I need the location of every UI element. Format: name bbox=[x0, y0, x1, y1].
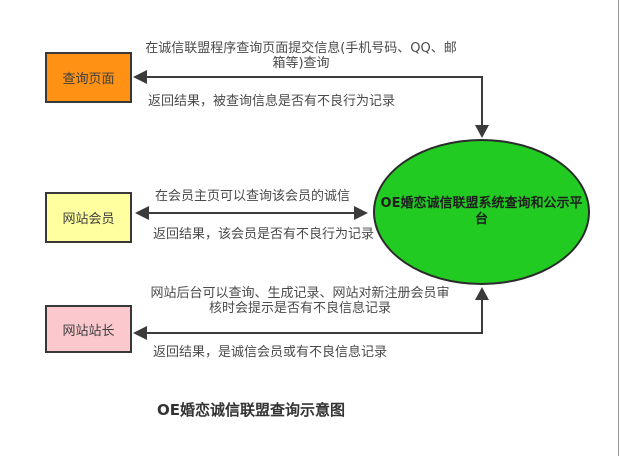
arrowhead-left-to-query-page-icon bbox=[133, 70, 147, 84]
edge-label-member-request: 在会员主页可以查询该会员的诚信 bbox=[155, 189, 351, 204]
node-site-member: 网站会员 bbox=[45, 192, 132, 243]
diagram-title: OE婚恋诚信联盟查询示意图 bbox=[157, 401, 345, 419]
arrowhead-right-to-platform-icon bbox=[354, 206, 368, 220]
arrow-webmaster-horizontal-line bbox=[146, 332, 482, 334]
arrow-member-horizontal-line bbox=[148, 212, 354, 214]
node-platform-ellipse: OE婚恋诚信联盟系统查询和公示平台 bbox=[373, 139, 590, 285]
arrow-webmaster-vertical-line bbox=[481, 298, 483, 334]
arrow-query-vertical-line bbox=[481, 76, 483, 127]
edge-label-query-response: 返回结果，被查询信息是否有不良行为记录 bbox=[148, 94, 396, 109]
node-platform-label: OE婚恋诚信联盟系统查询和公示平台 bbox=[380, 196, 583, 227]
arrowhead-left-to-webmaster-icon bbox=[133, 326, 147, 340]
page-edge-divider bbox=[618, 0, 619, 456]
arrowhead-left-to-member-icon bbox=[135, 206, 149, 220]
node-site-member-label: 网站会员 bbox=[62, 212, 115, 227]
node-query-page: 查询页面 bbox=[45, 52, 132, 103]
arrowhead-down-to-platform-icon bbox=[475, 125, 489, 138]
edge-label-webmaster-response: 返回结果，是诚信会员或有不良信息记录 bbox=[153, 345, 388, 360]
arrow-query-horizontal-line bbox=[146, 76, 482, 78]
node-site-webmaster-label: 网站站长 bbox=[62, 323, 115, 339]
edge-label-member-response: 返回结果，该会员是否有不良行为记录 bbox=[153, 227, 375, 242]
node-site-webmaster: 网站站长 bbox=[45, 305, 132, 353]
edge-label-query-request: 在诚信联盟程序查询页面提交信息(手机号码、QQ、邮箱等)查询 bbox=[145, 41, 457, 71]
node-query-page-label: 查询页面 bbox=[62, 72, 115, 87]
edge-label-webmaster-request: 网站后台可以查询、生成记录、网站对新注册会员审核时会提示是否有不良信息记录 bbox=[150, 286, 450, 316]
arrowhead-up-to-platform-icon bbox=[475, 287, 489, 300]
